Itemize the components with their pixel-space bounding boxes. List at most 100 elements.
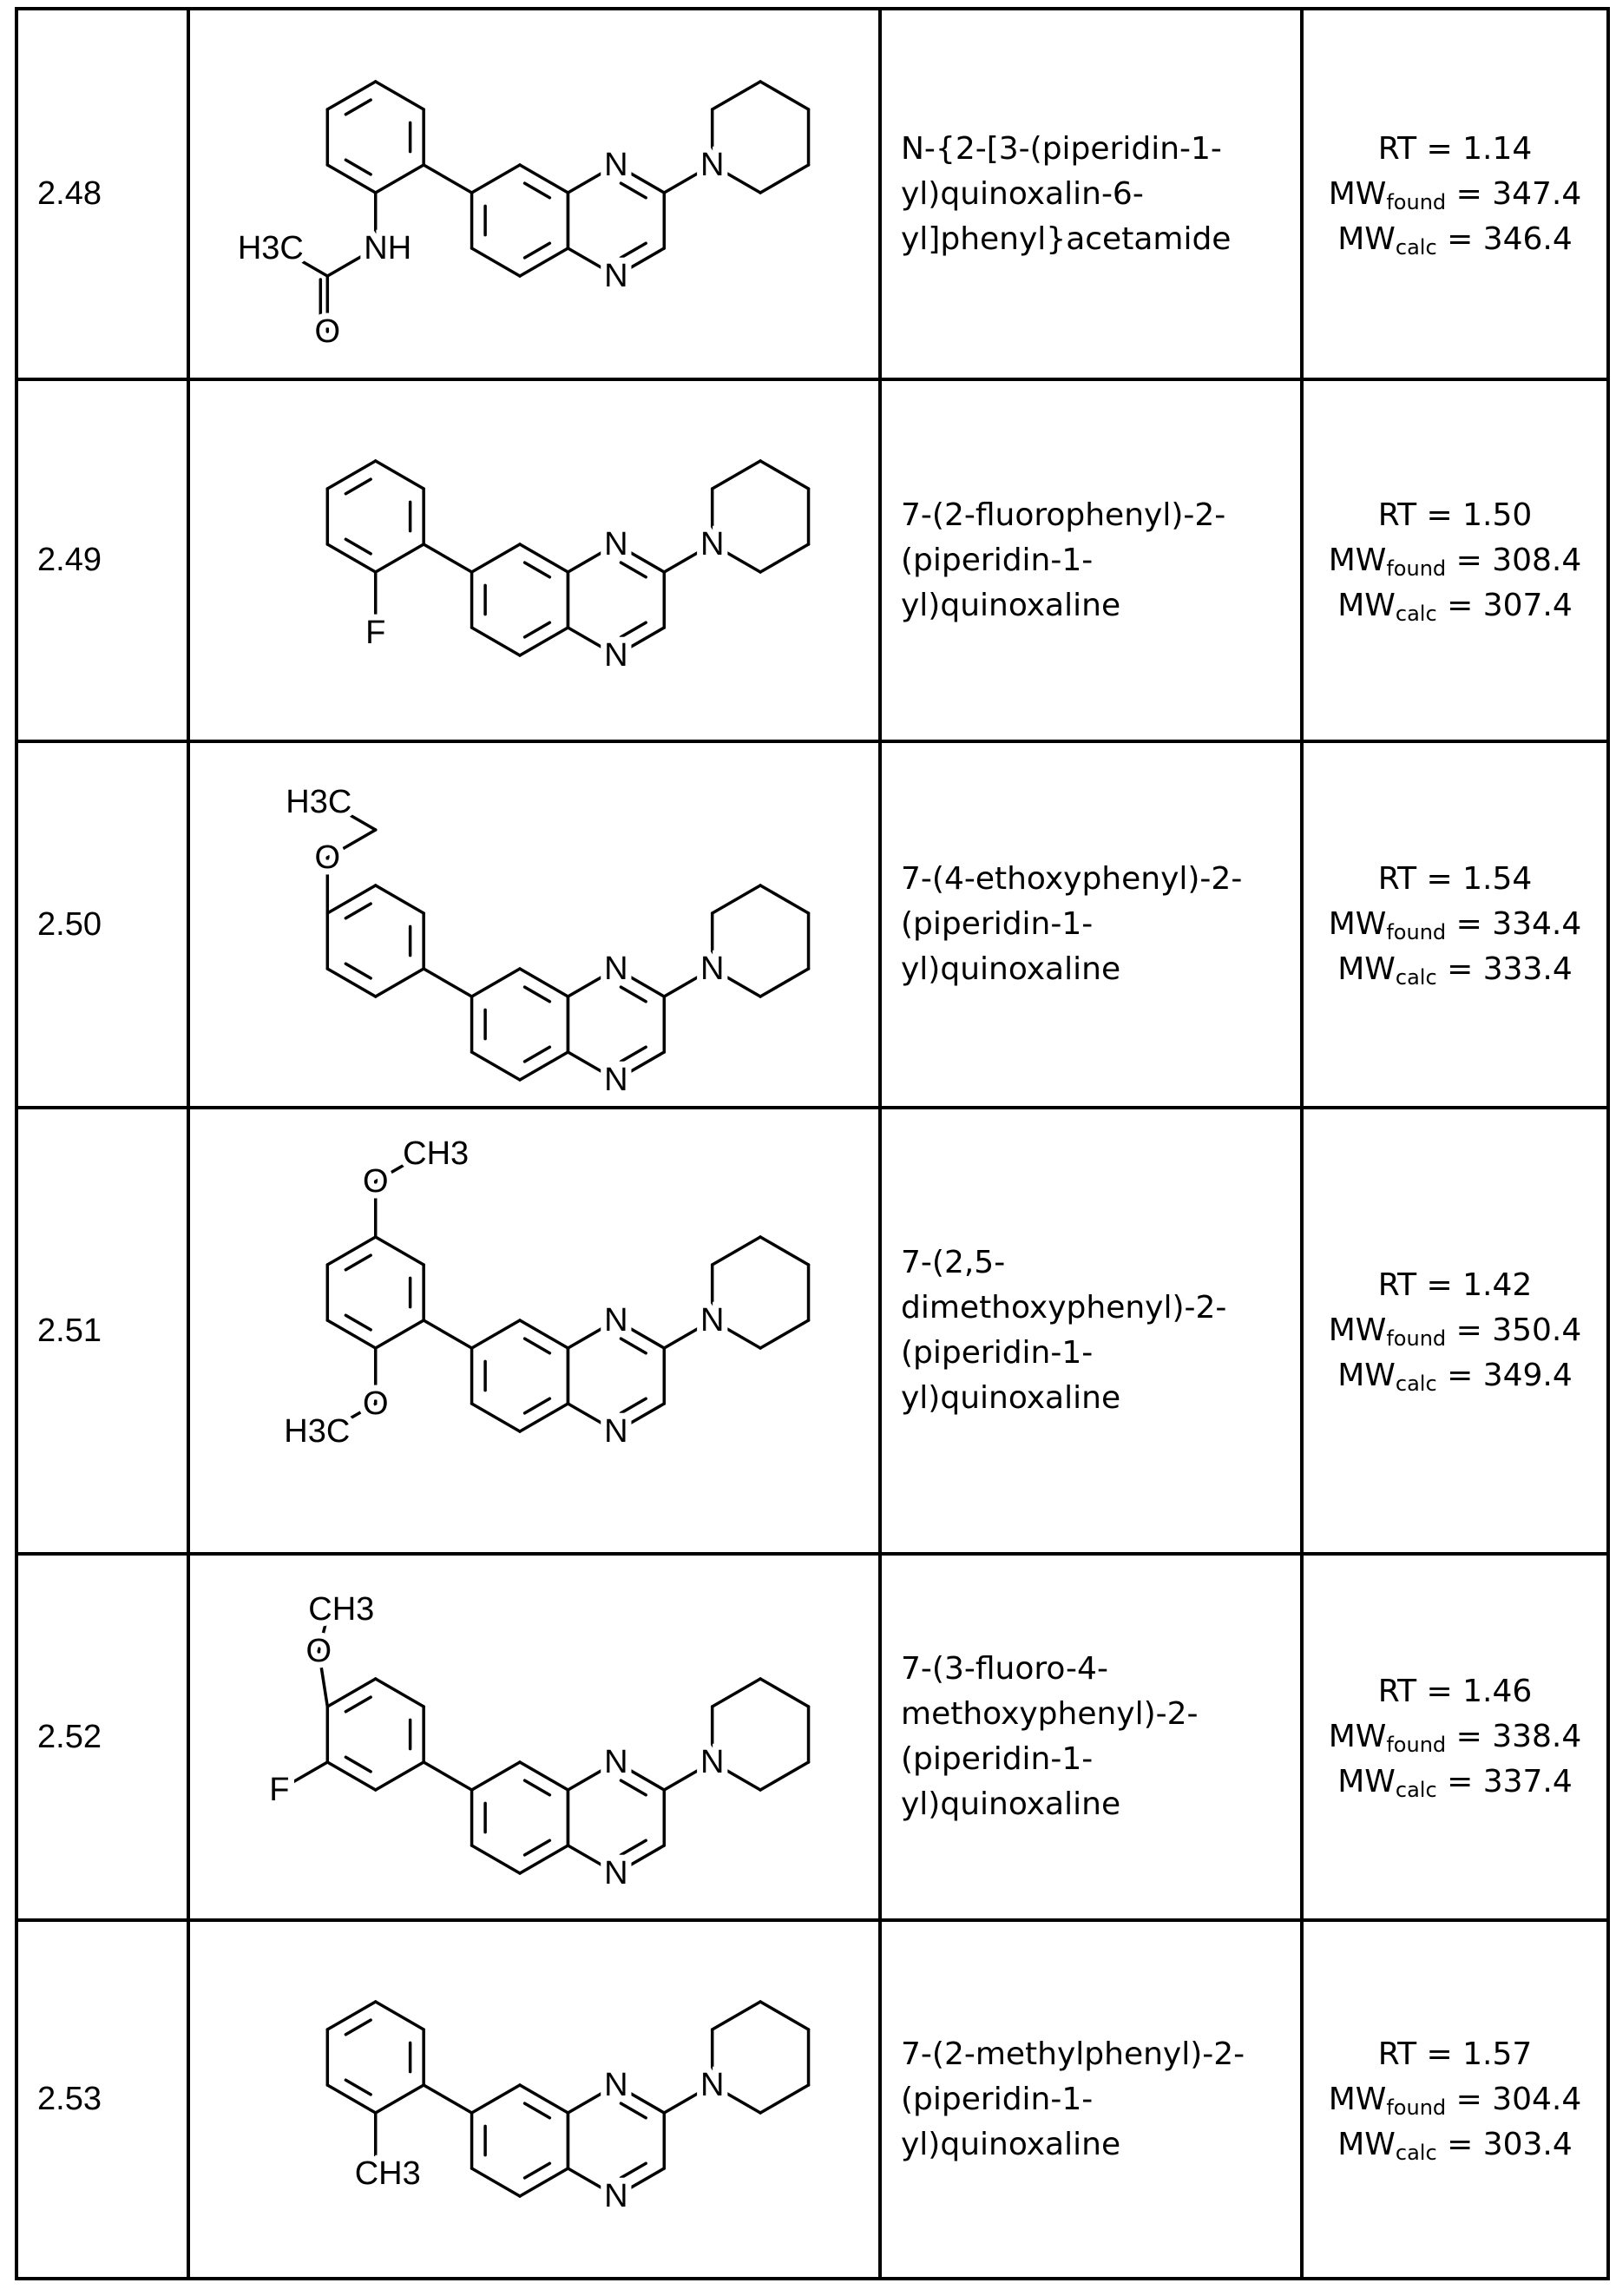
ring-bond — [520, 1845, 568, 1873]
ring-bond — [376, 544, 424, 572]
ring-bond — [520, 1762, 568, 1790]
structure-cell: NNNOCH3F — [188, 1554, 880, 1920]
ring-bond — [760, 969, 808, 997]
ring-bond — [327, 1237, 375, 1265]
table-row: 2.51NNNOCH3OH3C7-(2,5-dimethoxyphenyl)-2… — [16, 1108, 1608, 1554]
atom-label: H3C — [238, 230, 304, 266]
ring-bond — [472, 1052, 520, 1080]
mw-calc: MWcalc = 303.4 — [1304, 2122, 1606, 2168]
double-bond — [621, 1780, 646, 1795]
ring-bond — [376, 1679, 424, 1707]
atom-label: N — [604, 1302, 627, 1339]
analytical-data: RT = 1.42 MWfound = 350.4 MWcalc = 349.4 — [1302, 1108, 1608, 1554]
name-line: yl)quinoxaline — [901, 1782, 1300, 1827]
atom-label: N — [700, 2067, 724, 2103]
analytical-data: RT = 1.57 MWfound = 304.4 MWcalc = 303.4 — [1302, 1920, 1608, 2279]
double-bond — [621, 1339, 646, 1353]
ring-bond — [760, 1237, 808, 1265]
retention-time: RT = 1.50 — [1304, 493, 1606, 538]
atom-label: N — [700, 526, 724, 562]
atom-label: O — [363, 1163, 389, 1200]
ring-bond — [713, 885, 760, 913]
mw-found: MWfound = 304.4 — [1304, 2077, 1606, 2122]
name-line: methoxyphenyl)-2- — [901, 1692, 1300, 1737]
ring-bond — [327, 1679, 375, 1707]
analytical-data: RT = 1.50 MWfound = 308.4 MWcalc = 307.4 — [1302, 379, 1608, 741]
atom-label: H3C — [284, 1413, 350, 1450]
ring-bond — [713, 1237, 760, 1265]
ring-bond — [376, 1320, 424, 1348]
table-row: 2.48NNNNHH3CON-{2-[3-(piperidin-1-yl)qui… — [16, 9, 1608, 379]
chemical-structure: NNNNHH3CO — [190, 12, 878, 376]
table-row: 2.49NNNF7-(2-fluorophenyl)-2-(piperidin-… — [16, 379, 1608, 741]
ring-bond — [376, 2002, 424, 2030]
name-line: yl)quinoxaline — [901, 2122, 1300, 2168]
atom-label: N — [700, 951, 724, 987]
table-row: 2.52NNNOCH3F7-(3-fluoro-4-methoxyphenyl)… — [16, 1554, 1608, 1920]
atom-label: CH3 — [308, 1591, 374, 1628]
double-bond — [525, 562, 550, 577]
ring-bond — [472, 2085, 520, 2113]
compound-id: 2.49 — [16, 379, 188, 741]
atom-label: N — [604, 1744, 627, 1780]
double-bond — [345, 1757, 371, 1772]
compound-name: 7-(3-fluoro-4-methoxyphenyl)-2-(piperidi… — [880, 1554, 1302, 1920]
double-bond — [525, 1840, 550, 1855]
atom-label: F — [365, 615, 385, 651]
chemical-structure: NNNCH3 — [190, 1924, 878, 2275]
ring-bond — [327, 461, 375, 489]
chemical-structure: NNNOH3C — [190, 745, 878, 1104]
compound-name: 7-(2-methylphenyl)-2-(piperidin-1-yl)qui… — [880, 1920, 1302, 2279]
ring-bond — [760, 82, 808, 109]
atom-label: N — [700, 147, 724, 183]
mw-calc: MWcalc = 307.4 — [1304, 583, 1606, 628]
double-bond — [621, 987, 646, 1002]
compound-id: 2.53 — [16, 1920, 188, 2279]
ring-bond — [327, 544, 375, 572]
double-bond — [525, 2163, 550, 2178]
ring-bond — [472, 1762, 520, 1790]
double-bond — [345, 539, 371, 554]
ring-bond — [760, 544, 808, 572]
name-line: (piperidin-1- — [901, 1331, 1300, 1376]
ring-bond — [327, 1762, 375, 1790]
name-line: 7-(3-fluoro-4- — [901, 1647, 1300, 1692]
atom-label: NH — [364, 230, 411, 266]
compound-name: 7-(2,5-dimethoxyphenyl)-2-(piperidin-1-y… — [880, 1108, 1302, 1554]
double-bond — [345, 964, 371, 978]
ring-bond — [472, 165, 520, 193]
analytical-data: RT = 1.14 MWfound = 347.4 MWcalc = 346.4 — [1302, 9, 1608, 379]
ring-bond — [713, 461, 760, 489]
chemical-structure: NNNOCH3F — [190, 1557, 878, 1917]
ring-bond — [472, 1404, 520, 1431]
structure-cell: NNNOCH3OH3C — [188, 1108, 880, 1554]
mw-found: MWfound = 350.4 — [1304, 1308, 1606, 1353]
mw-calc: MWcalc = 346.4 — [1304, 217, 1606, 262]
atom-label: N — [604, 147, 627, 183]
compound-table: 2.48NNNNHH3CON-{2-[3-(piperidin-1-yl)qui… — [15, 7, 1610, 2280]
name-line: (piperidin-1- — [901, 538, 1300, 583]
structure-cell: NNNNHH3CO — [188, 9, 880, 379]
ring-bond — [376, 2085, 424, 2113]
ring-bond — [520, 1052, 568, 1080]
double-bond — [525, 987, 550, 1002]
ring-bond — [760, 461, 808, 489]
ring-bond — [376, 165, 424, 193]
ring-bond — [520, 628, 568, 655]
atom-label: N — [604, 2178, 627, 2214]
ring-bond — [520, 544, 568, 572]
bond — [424, 1762, 471, 1790]
ring-bond — [760, 2002, 808, 2030]
double-bond — [525, 2103, 550, 2118]
ring-bond — [327, 82, 375, 109]
name-line: (piperidin-1- — [901, 902, 1300, 947]
compound-id: 2.48 — [16, 9, 188, 379]
ring-bond — [760, 2085, 808, 2113]
double-bond — [345, 160, 371, 174]
compound-name: N-{2-[3-(piperidin-1-yl)quinoxalin-6-yl]… — [880, 9, 1302, 379]
retention-time: RT = 1.57 — [1304, 2032, 1606, 2077]
double-bond — [621, 183, 646, 198]
ring-bond — [327, 2002, 375, 2030]
ring-bond — [376, 969, 424, 997]
retention-time: RT = 1.42 — [1304, 1263, 1606, 1308]
